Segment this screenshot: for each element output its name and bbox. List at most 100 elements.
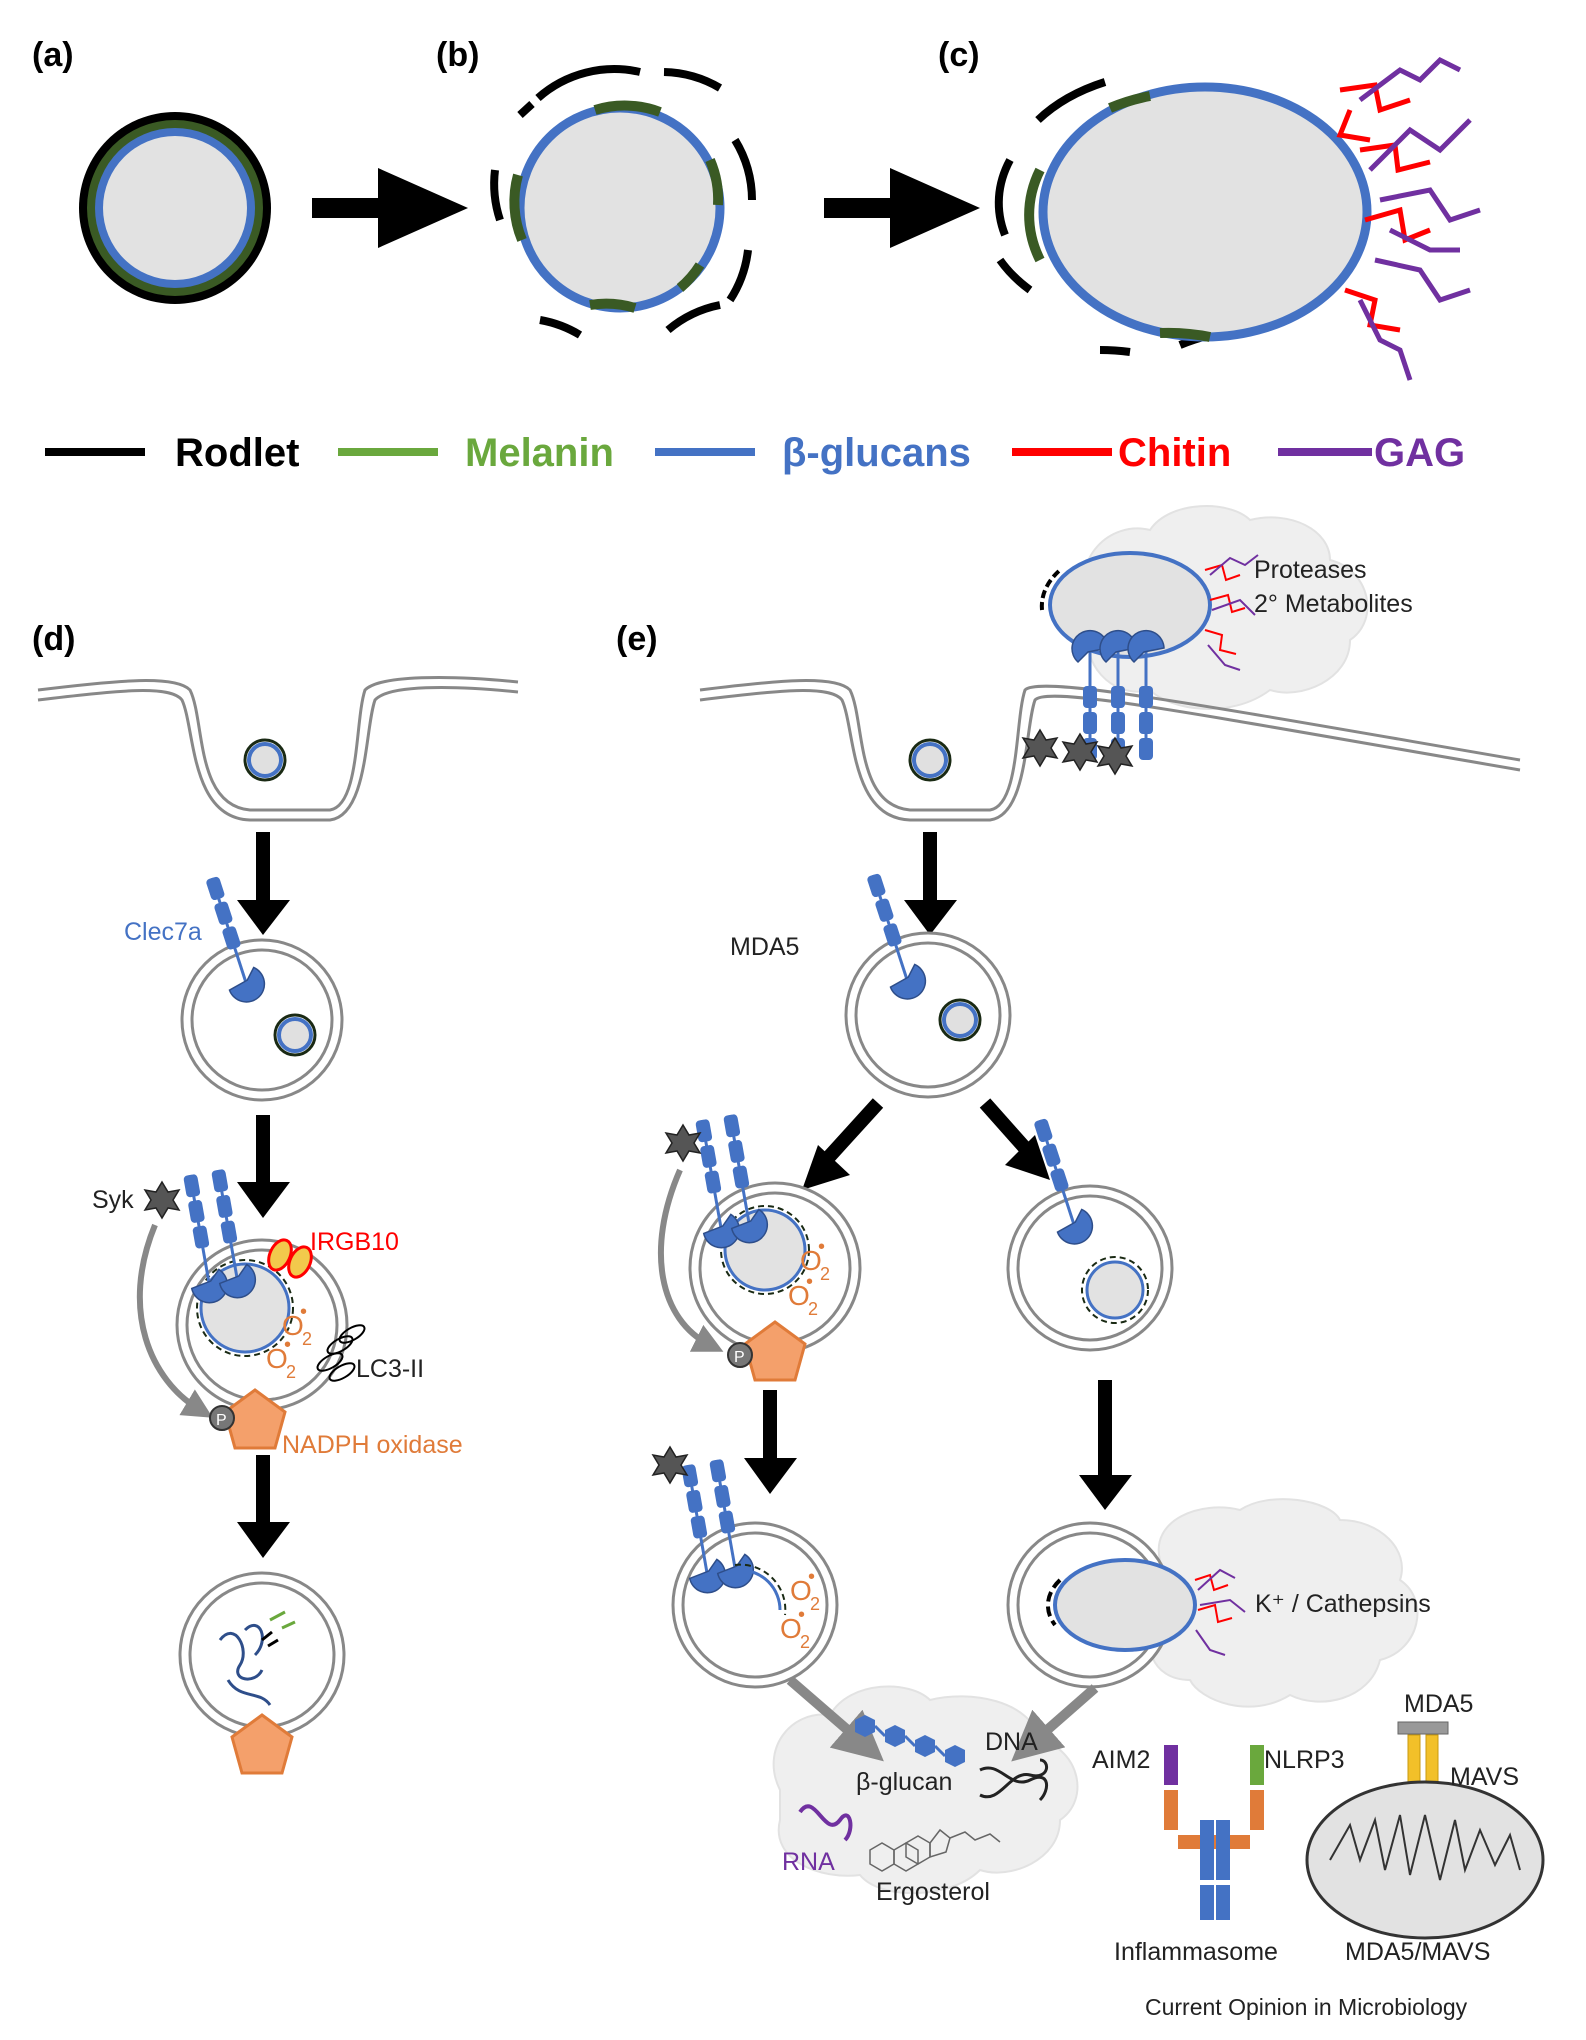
e-arrow-right-2: [1079, 1380, 1132, 1510]
e-arrow-left: [802, 1098, 884, 1190]
e-ergosterol-structure-icon: [869, 1828, 1001, 1872]
e-label-ergosterol: Ergosterol: [876, 1878, 990, 1906]
e-label-mavs: MAVS: [1450, 1763, 1519, 1791]
svg-text:P: P: [734, 1349, 745, 1366]
e-label-metabolites: 2° Metabolites: [1254, 590, 1413, 618]
svg-text:O: O: [780, 1613, 802, 1644]
legend-label-glucans: β-glucans: [782, 431, 971, 475]
svg-text:2: 2: [286, 1362, 296, 1382]
e-rna-icon: [798, 1804, 853, 1842]
d-superoxide-2: O 2 •: [266, 1334, 296, 1382]
e-syk-icon-3: [1097, 737, 1133, 775]
e-phagosome-1: [844, 867, 1012, 1099]
d-label-clec7a: Clec7a: [124, 918, 202, 946]
d-label-nadph: NADPH oxidase: [282, 1431, 463, 1459]
svg-text:O: O: [282, 1310, 304, 1341]
e-phagosome-right-1: [1006, 1112, 1174, 1352]
e-grey-arrow-right: [1011, 1684, 1099, 1762]
e-label-k-cathepsins: K⁺ / Cathepsins: [1255, 1590, 1431, 1618]
conidium-resting: [79, 112, 271, 304]
legend: Rodlet Melanin β-glucans Chitin GAG: [45, 431, 1465, 475]
d-phospho-badge: P: [209, 1405, 235, 1431]
panel-label-b: (b): [436, 36, 479, 74]
e-label-proteases: Proteases: [1254, 556, 1367, 584]
e-syk-icon-5: [652, 1446, 688, 1484]
d-phagosome-2: [170, 1165, 349, 1450]
conidium-swollen: [490, 65, 756, 339]
e-label-aim2: AIM2: [1092, 1746, 1150, 1774]
d-arrow-3: [237, 1455, 290, 1558]
d-phagosome-1: [180, 870, 344, 1102]
d-lc3-icon: [316, 1324, 366, 1382]
e-label-dna: DNA: [985, 1728, 1038, 1756]
legend-label-rodlet: Rodlet: [175, 431, 299, 475]
arrow-a-to-b: [312, 168, 468, 248]
panel-label-e: (e): [616, 620, 658, 658]
e-superoxide-1: O 2 •: [800, 1236, 830, 1284]
legend-item-melanin: Melanin: [338, 431, 614, 475]
e-dna-helix-icon: [979, 1758, 1049, 1802]
e-phospho-badge: P: [727, 1342, 753, 1368]
arrow-b-to-c: [824, 168, 980, 248]
svg-text:•: •: [818, 1236, 825, 1258]
legend-item-glucans: β-glucans: [655, 431, 971, 475]
e-arrow-left-2: [744, 1390, 797, 1494]
svg-text:2: 2: [820, 1264, 830, 1284]
d-syk-loop-arrow: [136, 1223, 213, 1418]
e-label-nlrp3: NLRP3: [1264, 1746, 1345, 1774]
e-superoxide-3: O 2 •: [790, 1566, 820, 1614]
svg-text:•: •: [806, 1271, 813, 1293]
e-plasma-membrane: [699, 679, 1521, 822]
d-label-irgb10: IRGB10: [310, 1228, 399, 1256]
legend-item-gag: GAG: [1278, 431, 1465, 475]
e-grey-arrow-left: [786, 1676, 884, 1762]
e-arrow-right: [979, 1098, 1050, 1180]
svg-text:2: 2: [810, 1594, 820, 1614]
d-syk-icon: [144, 1181, 180, 1219]
d-arrow-1: [237, 832, 290, 935]
e-syk-icon-4: [665, 1124, 701, 1162]
e-label-mda5-mito: MDA5: [1404, 1690, 1473, 1718]
e-label-beta-glucan: β-glucan: [856, 1768, 952, 1796]
svg-text:P: P: [216, 1412, 227, 1429]
panel-label-a: (a): [32, 36, 74, 74]
e-label-mda5-top: MDA5: [730, 933, 799, 961]
e-beta-glucan-chain-icon: [855, 1715, 965, 1767]
svg-text:2: 2: [808, 1299, 818, 1319]
svg-text:•: •: [808, 1566, 815, 1588]
legend-label-gag: GAG: [1374, 431, 1465, 475]
e-label-inflammasome: Inflammasome: [1114, 1938, 1278, 1966]
e-phagosome-right-2: [1006, 1521, 1246, 1689]
svg-text:•: •: [300, 1301, 307, 1323]
svg-text:O: O: [266, 1343, 288, 1374]
svg-text:O: O: [790, 1575, 812, 1606]
svg-text:2: 2: [302, 1329, 312, 1349]
e-arrow-1: [904, 832, 957, 935]
e-superoxide-4: O 2 •: [780, 1604, 810, 1652]
mda5-mavs-diagram: [1305, 1721, 1545, 1940]
e-cloud-cathepsins: [1149, 1498, 1419, 1708]
d-phagosome-3: [178, 1571, 346, 1775]
panel-label-d: (d): [32, 620, 75, 658]
e-phagosome-left-1: [682, 1110, 862, 1382]
svg-text:2: 2: [800, 1632, 810, 1652]
d-plasma-membrane: [37, 675, 519, 822]
e-superoxide-2: O 2 •: [788, 1271, 818, 1319]
panel-label-c: (c): [938, 36, 980, 74]
e-label-rna: RNA: [782, 1848, 835, 1876]
d-conidium-entering: [243, 738, 287, 782]
legend-label-chitin: Chitin: [1118, 431, 1231, 475]
d-label-syk: Syk: [92, 1186, 134, 1214]
conidium-germinating: [994, 56, 1481, 381]
svg-text:•: •: [284, 1334, 291, 1356]
svg-text:•: •: [798, 1604, 805, 1626]
d-arrow-2: [237, 1115, 290, 1218]
e-conidium-entering: [908, 738, 952, 782]
legend-item-rodlet: Rodlet: [45, 431, 299, 475]
e-label-mda5-mavs: MDA5/MAVS: [1345, 1938, 1490, 1966]
d-label-lc3: LC3-II: [356, 1355, 424, 1383]
inflammasome-diagram: [1164, 1745, 1264, 1920]
legend-item-chitin: Chitin: [1012, 431, 1231, 475]
e-syk-loop-arrow: [658, 1168, 724, 1352]
